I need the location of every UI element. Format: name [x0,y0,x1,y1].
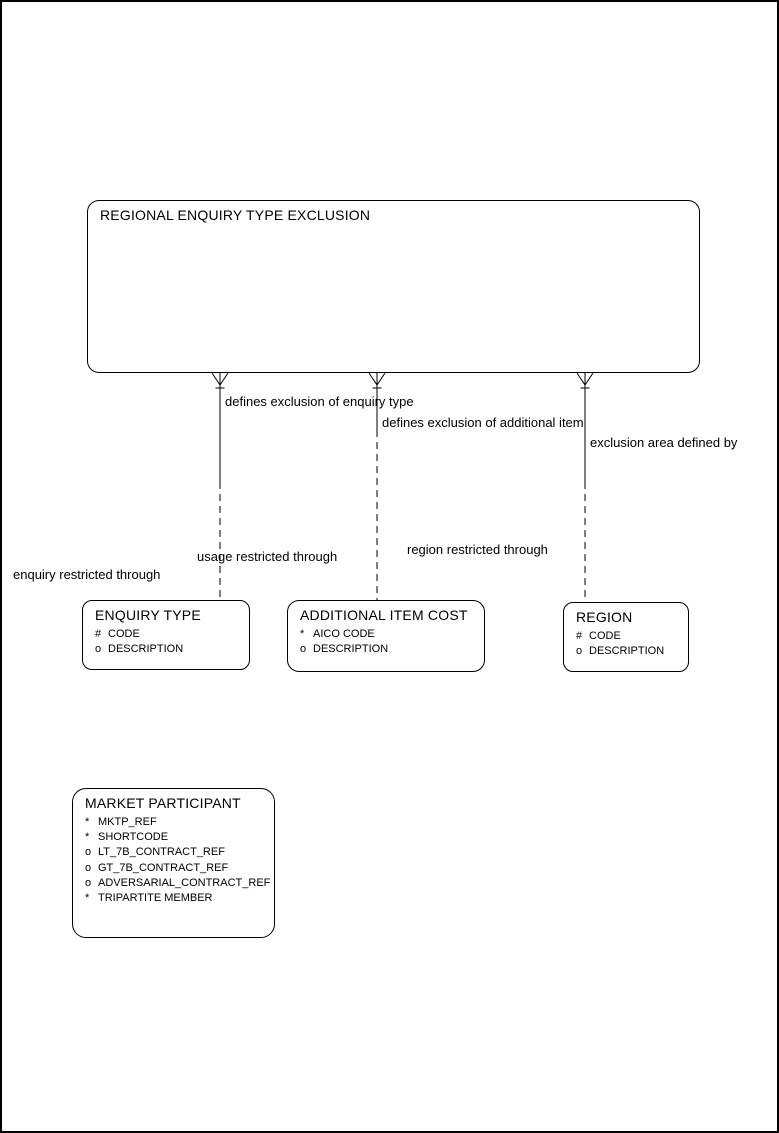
attribute-marker: o [85,876,92,889]
attribute-name: MKTP_REF [98,816,157,828]
relationship-label: defines exclusion of additional item [382,415,584,430]
entity-title: REGIONAL ENQUIRY TYPE EXCLUSION [100,207,371,223]
relationship-label: defines exclusion of enquiry type [225,394,414,409]
entity-market-participant[interactable]: MARKET PARTICIPANT * MKTP_REF * SHORTCOD… [72,788,275,938]
attribute-row: o DESCRIPTION [576,644,664,659]
attribute-list: # CODE o DESCRIPTION [576,629,664,659]
attribute-name: DESCRIPTION [108,643,184,656]
attribute-name: AICO CODE [313,628,375,640]
relationship-label: usage restricted through [197,549,338,564]
entity-regional-enquiry-type-exclusion[interactable]: REGIONAL ENQUIRY TYPE EXCLUSION [87,200,700,373]
attribute-name: ADVERSARIAL_CONTRACT_REF [98,876,271,889]
attribute-list: # CODE o DESCRIPTION [95,627,183,657]
attribute-name: SHORTCODE [98,831,169,844]
entity-enquiry-type[interactable]: ENQUIRY TYPE # CODE o DESCRIPTION [82,600,250,670]
entity-title: MARKET PARTICIPANT [85,795,241,811]
attribute-name: DESCRIPTION [589,645,665,658]
attribute-row: * TRIPARTITE MEMBER [85,891,270,906]
relationship-label: enquiry restricted through [13,567,161,582]
attribute-marker: o [300,643,307,656]
relationship-label: exclusion area defined by [590,435,738,450]
attribute-marker: o [85,846,92,859]
attribute-name: DESCRIPTION [313,643,389,656]
attribute-row: * MKTP_REF [85,815,270,830]
connector-region[interactable] [576,372,594,602]
entity-title: REGION [576,609,633,625]
attribute-list: * MKTP_REF * SHORTCODE o LT_7B_CONTRACT_… [85,815,270,906]
attribute-row: o GT_7B_CONTRACT_REF [85,861,270,876]
attribute-marker: * [85,816,90,828]
attribute-marker: * [85,831,90,844]
attribute-name: CODE [589,630,621,642]
attribute-marker: * [300,628,305,640]
attribute-row: o ADVERSARIAL_CONTRACT_REF [85,876,270,891]
connector-enquiry-type[interactable] [211,372,229,600]
attribute-row: * SHORTCODE [85,830,270,845]
attribute-marker: o [95,643,102,656]
entity-title: ADDITIONAL ITEM COST [300,607,468,623]
entity-title: ENQUIRY TYPE [95,607,201,623]
attribute-row: * AICO CODE [300,627,388,642]
connector-additional-item-cost[interactable] [368,372,386,600]
crow-foot-icon [576,372,594,386]
attribute-row: o LT_7B_CONTRACT_REF [85,845,270,860]
attribute-list: * AICO CODE o DESCRIPTION [300,627,388,657]
crow-foot-icon [368,372,386,386]
attribute-marker: o [576,645,583,658]
attribute-row: # CODE [576,629,664,644]
attribute-name: TRIPARTITE MEMBER [98,892,213,905]
entity-region[interactable]: REGION # CODE o DESCRIPTION [563,602,689,672]
attribute-name: LT_7B_CONTRACT_REF [98,846,225,859]
attribute-row: # CODE [95,627,183,642]
attribute-row: o DESCRIPTION [95,642,183,657]
attribute-name: GT_7B_CONTRACT_REF [98,861,229,874]
attribute-row: o DESCRIPTION [300,642,388,657]
entity-additional-item-cost[interactable]: ADDITIONAL ITEM COST * AICO CODE o DESCR… [287,600,485,672]
attribute-marker: # [576,630,583,642]
attribute-name: CODE [108,628,140,640]
attribute-marker: # [95,628,102,640]
attribute-marker: o [85,861,92,874]
crow-foot-icon [211,372,229,386]
attribute-marker: * [85,892,90,905]
relationship-label: region restricted through [407,542,548,557]
